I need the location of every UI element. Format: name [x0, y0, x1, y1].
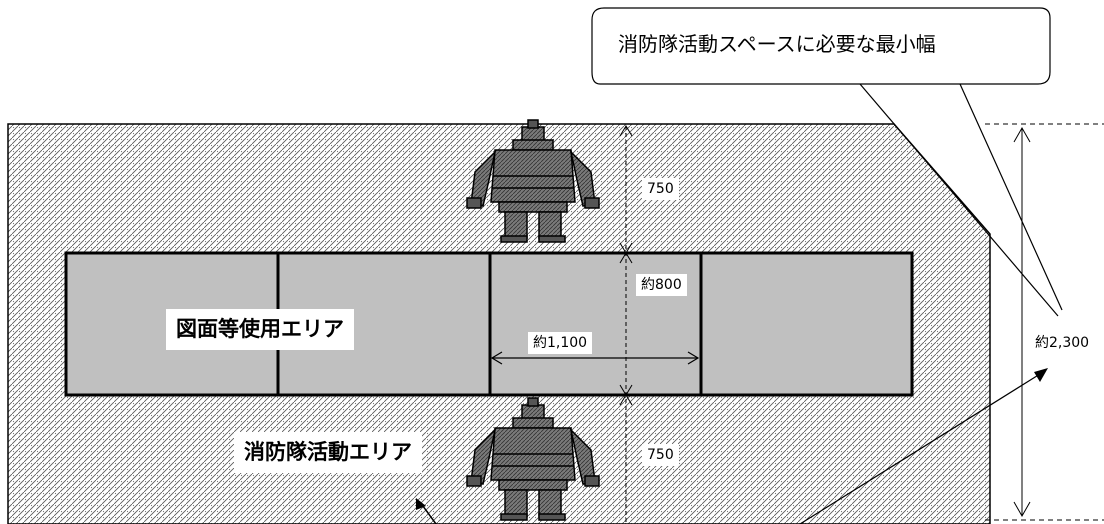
- dimension-table-depth: 約800: [636, 274, 687, 296]
- activity-pointer-arrowhead: [416, 498, 426, 510]
- dimension-total-width: 約2,300: [1035, 335, 1090, 351]
- callout-bubble: [591, 7, 1051, 85]
- drawing-area-label: 図面等使用エリア: [166, 309, 354, 350]
- dimension-bottom-space: 750: [642, 444, 679, 466]
- callout-text: 消防隊活動スペースに必要な最小幅: [618, 32, 936, 56]
- dimension-line-total: [985, 123, 1104, 521]
- dimension-line-horizontal: [490, 351, 700, 365]
- dimension-table-width: 約1,100: [528, 332, 593, 354]
- dimension-top-space: 750: [642, 178, 679, 200]
- activity-area-label: 消防隊活動エリア: [234, 432, 422, 473]
- callout-pointers: [799, 83, 1063, 524]
- pointer-arrowhead: [1034, 368, 1048, 382]
